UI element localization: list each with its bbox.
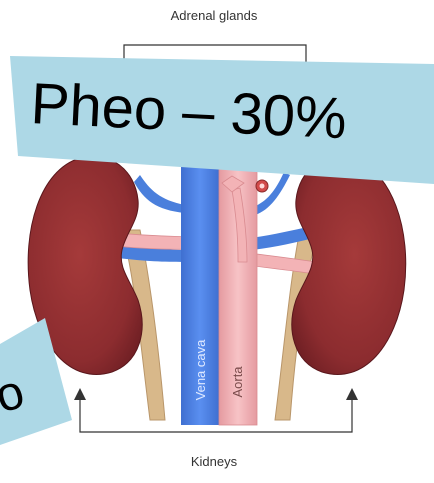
left-adrenal-vein [134,175,185,213]
kidneys-label: Kidneys [191,454,238,469]
vena-cava-label: Vena cava [193,339,208,400]
celiac-inner [260,184,265,189]
adrenal-glands-label: Adrenal glands [171,8,258,23]
aorta-label: Aorta [230,366,245,398]
right-arrow-head [346,388,358,400]
right-adrenal-vein [253,172,290,215]
left-arrow-head [74,388,86,400]
